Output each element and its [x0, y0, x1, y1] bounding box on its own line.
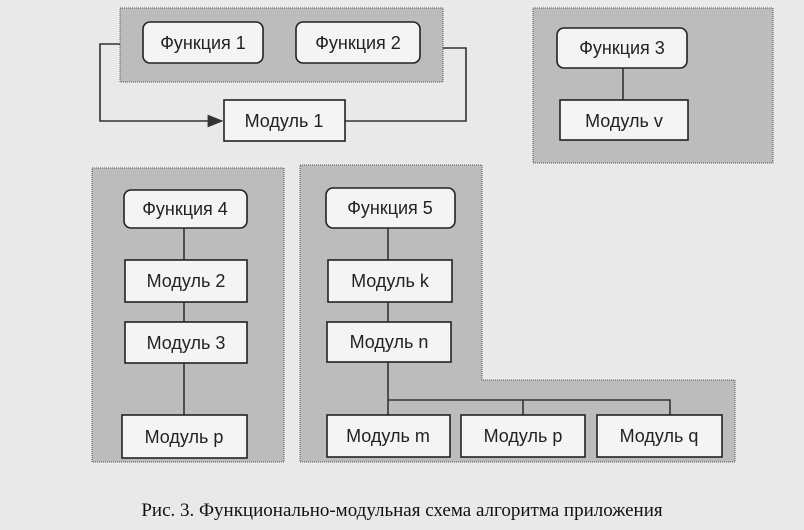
module-1-label: Модуль 1 [245, 111, 324, 131]
connector-f2-m1 [345, 47, 467, 122]
module-3-box: Модуль 3 [124, 321, 248, 364]
function-5-label: Функция 5 [347, 198, 433, 218]
module-p-right-box: Модуль р [460, 414, 586, 458]
function-1-label: Функция 1 [160, 33, 246, 53]
figure-caption: Рис. 3. Функционально-модульная схема ал… [141, 500, 663, 521]
module-n-box: Модуль n [326, 321, 452, 363]
module-p-left-box: Модуль р [121, 414, 248, 459]
function-2-box: Функция 2 [295, 21, 421, 64]
function-5-box: Функция 5 [325, 187, 456, 229]
module-m-label: Модуль m [346, 426, 430, 446]
connector-f1-m1 [99, 43, 224, 128]
module-k-label: Модуль k [351, 271, 430, 291]
module-2-box: Модуль 2 [124, 259, 248, 303]
module-q-box: Модуль q [596, 414, 723, 458]
module-q-label: Модуль q [620, 426, 699, 446]
module-2-label: Модуль 2 [147, 271, 226, 291]
function-2-label: Функция 2 [315, 33, 401, 53]
function-4-label: Функция 4 [142, 199, 228, 219]
module-k-box: Модуль k [327, 259, 453, 303]
module-p-right-label: Модуль р [484, 426, 563, 446]
group-function-5 [299, 164, 736, 463]
connector-f5-chain [387, 228, 671, 415]
function-3-box: Функция 3 [556, 27, 688, 69]
module-m-box: Модуль m [326, 414, 451, 458]
module-n-label: Модуль n [350, 332, 429, 352]
module-p-left-label: Модуль р [145, 427, 224, 447]
module-v-box: Модуль v [559, 99, 689, 141]
module-v-label: Модуль v [585, 111, 663, 131]
module-3-label: Модуль 3 [147, 333, 226, 353]
function-4-box: Функция 4 [123, 189, 248, 229]
function-1-box: Функция 1 [142, 21, 264, 64]
function-3-label: Функция 3 [579, 38, 665, 58]
module-1-box: Модуль 1 [223, 99, 346, 142]
